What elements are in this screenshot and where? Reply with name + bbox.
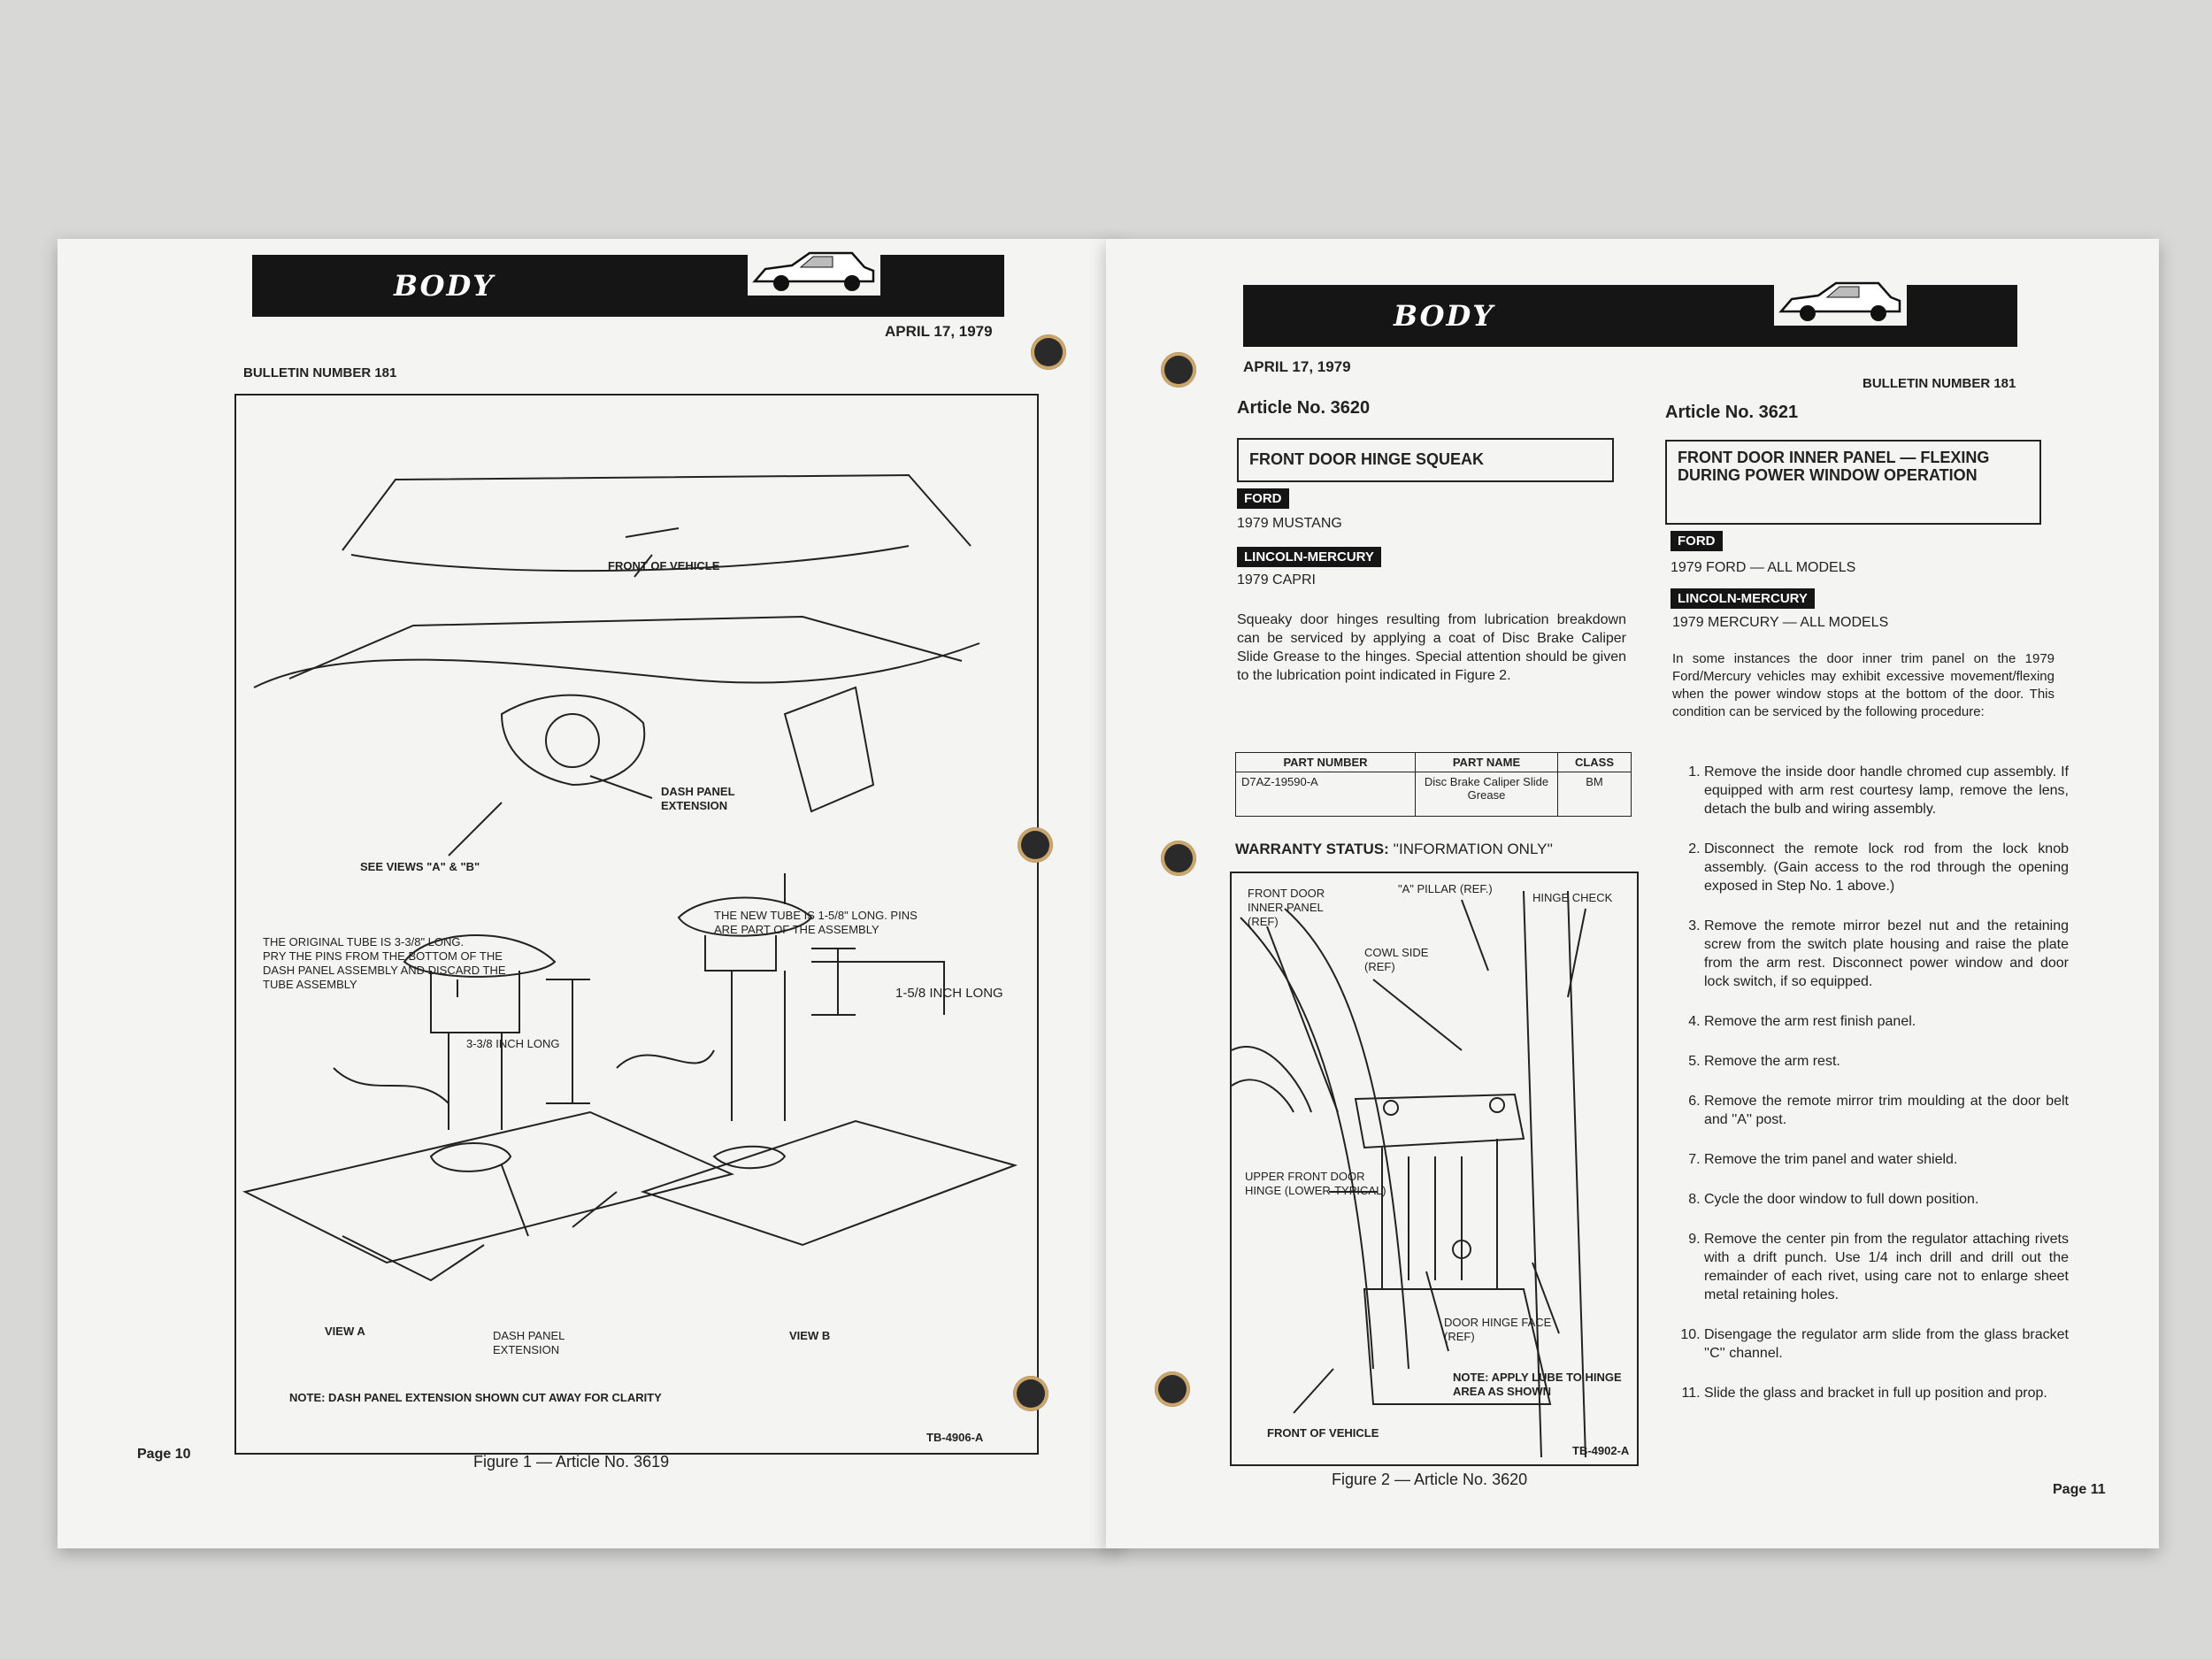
figure-1-drawing (242, 473, 1018, 1282)
label-see-views: SEE VIEWS "A" & "B" (360, 860, 480, 873)
parts-cell-name: Disc Brake Caliper Slide Grease (1415, 772, 1558, 817)
label-original-tube: THE ORIGINAL TUBE IS 3-3/8" LONG. PRY TH… (263, 935, 506, 991)
parts-cell-number: D7AZ-19590-A (1235, 772, 1416, 817)
parts-header-name: PART NAME (1415, 752, 1558, 772)
label-cowl-side: COWL SIDE (REF) (1364, 946, 1429, 973)
left-page: BODY APRIL 17, 1979 BULLETIN NUMBER 181 (58, 239, 1119, 1548)
binder-hole-3 (1013, 1376, 1048, 1411)
article-3620-ford-tag: FORD (1237, 488, 1289, 509)
article-3621-lm-models: 1979 MERCURY — ALL MODELS (1672, 615, 1889, 630)
label-door-hinge-face: DOOR HINGE FACE (REF) (1444, 1316, 1552, 1343)
procedure-step: Slide the glass and bracket in full up p… (1704, 1384, 2069, 1402)
parts-header-class: CLASS (1557, 752, 1632, 772)
parts-header-number: PART NUMBER (1235, 752, 1416, 772)
label-upper-hinge: UPPER FRONT DOOR HINGE (LOWER-TYPICAL) (1245, 1170, 1386, 1197)
warranty-value: ''INFORMATION ONLY'' (1393, 841, 1553, 857)
article-3621-intro: In some instances the door inner trim pa… (1672, 651, 2055, 719)
label-new-tube: THE NEW TUBE IS 1-5/8" LONG. PINS ARE PA… (714, 909, 918, 936)
label-front-of-vehicle: FRONT OF VEHICLE (608, 559, 720, 572)
label-dash-panel-extension: DASH PANEL EXTENSION (661, 785, 735, 812)
procedure-step: Remove the arm rest finish panel. (1704, 1012, 2069, 1031)
right-page: BODY APRIL 17, 1979 BULLETIN NUMBER 181 … (1106, 239, 2159, 1548)
label-note: NOTE: DASH PANEL EXTENSION SHOWN CUT AWA… (289, 1391, 662, 1404)
article-3620-ford-models: 1979 MUSTANG (1237, 516, 1342, 531)
label-front-of-vehicle-2: FRONT OF VEHICLE (1267, 1426, 1379, 1440)
figure-1-frame: FRONT OF VEHICLE DASH PANEL EXTENSION SE… (234, 394, 1039, 1455)
binder-hole-2 (1018, 827, 1053, 863)
label-length-a: 3-3/8 INCH LONG (466, 1037, 560, 1050)
article-3620-number: Article No. 3620 (1237, 398, 1371, 418)
binder-hole-4 (1161, 352, 1196, 388)
label-view-a: VIEW A (325, 1325, 365, 1338)
label-inner-panel: FRONT DOOR INNER PANEL (REF) (1248, 887, 1325, 928)
figure-2-caption: Figure 2 — Article No. 3620 (1332, 1471, 1528, 1488)
parts-table: PART NUMBER PART NAME CLASS D7AZ-19590-A… (1235, 752, 1632, 817)
parts-cell-class: BM (1557, 772, 1632, 817)
car-illustration-icon (748, 242, 880, 296)
article-3620-lm-models: 1979 CAPRI (1237, 572, 1316, 588)
procedure-step: Remove the arm rest. (1704, 1052, 2069, 1071)
article-3620-lm-tag: LINCOLN-MERCURY (1237, 547, 1381, 567)
article-3621-ford-tag: FORD (1671, 531, 1723, 551)
figure-2-drawing (1232, 890, 1586, 1458)
procedure-step: Cycle the door window to full down posit… (1704, 1190, 2069, 1209)
procedure-step: Disengage the regulator arm slide from t… (1704, 1325, 2069, 1363)
binder-hole-6 (1155, 1371, 1190, 1407)
label-dash-panel-extension-2: DASH PANEL EXTENSION (493, 1329, 565, 1356)
label-view-b: VIEW B (789, 1329, 831, 1342)
left-bulletin: BULLETIN NUMBER 181 (243, 365, 397, 380)
procedure-step: Remove the center pin from the regulator… (1704, 1230, 2069, 1304)
article-3621-ford-models: 1979 FORD — ALL MODELS (1671, 560, 1856, 575)
procedure-step: Remove the remote mirror bezel nut and t… (1704, 917, 2069, 991)
procedure-step: Remove the inside door handle chromed cu… (1704, 763, 2069, 818)
label-length-b: 1-5/8 INCH LONG (895, 986, 1003, 1001)
procedure-step: Remove the trim panel and water shield. (1704, 1150, 2069, 1169)
label-figure-code: TB-4906-A (926, 1431, 984, 1444)
label-lube-note: NOTE: APPLY LUBE TO HINGE AREA AS SHOWN (1453, 1371, 1622, 1398)
left-date: APRIL 17, 1979 (885, 323, 993, 340)
warranty-label: WARRANTY STATUS: (1235, 841, 1389, 857)
article-3620-body: Squeaky door hinges resulting from lubri… (1237, 612, 1626, 683)
article-3621-title: FRONT DOOR INNER PANEL — FLEXING DURING … (1665, 440, 2041, 525)
left-banner: BODY (252, 242, 1004, 317)
procedure-steps: Remove the inside door handle chromed cu… (1672, 763, 2069, 1424)
procedure-step: Remove the remote mirror trim moulding a… (1704, 1092, 2069, 1129)
right-bulletin: BULLETIN NUMBER 181 (1863, 376, 2016, 391)
figure-2-frame: FRONT DOOR INNER PANEL (REF) "A" PILLAR … (1230, 872, 1639, 1466)
article-3620-title: FRONT DOOR HINGE SQUEAK (1237, 438, 1614, 482)
right-date: APRIL 17, 1979 (1243, 358, 1351, 375)
right-banner-title: BODY (1394, 299, 1495, 333)
binder-hole-1 (1031, 334, 1066, 370)
parts-table-row: D7AZ-19590-A Disc Brake Caliper Slide Gr… (1235, 772, 1632, 817)
figure-1-caption: Figure 1 — Article No. 3619 (473, 1453, 670, 1471)
binder-hole-5 (1161, 841, 1196, 876)
right-banner: BODY (1243, 273, 2017, 347)
right-page-number: Page 11 (2053, 1482, 2106, 1497)
left-banner-title: BODY (394, 269, 495, 303)
procedure-step: Disconnect the remote lock rod from the … (1704, 840, 2069, 895)
label-hinge-check: HINGE CHECK (1532, 891, 1613, 904)
warranty-status: WARRANTY STATUS: ''INFORMATION ONLY'' (1235, 841, 1553, 858)
label-figure-2-code: TB-4902-A (1572, 1444, 1630, 1457)
label-a-pillar: "A" PILLAR (REF.) (1398, 882, 1493, 895)
car-illustration-icon (1774, 273, 1907, 326)
article-3621-lm-tag: LINCOLN-MERCURY (1671, 588, 1815, 609)
article-3621-number: Article No. 3621 (1665, 403, 1799, 422)
left-page-number: Page 10 (137, 1447, 191, 1462)
